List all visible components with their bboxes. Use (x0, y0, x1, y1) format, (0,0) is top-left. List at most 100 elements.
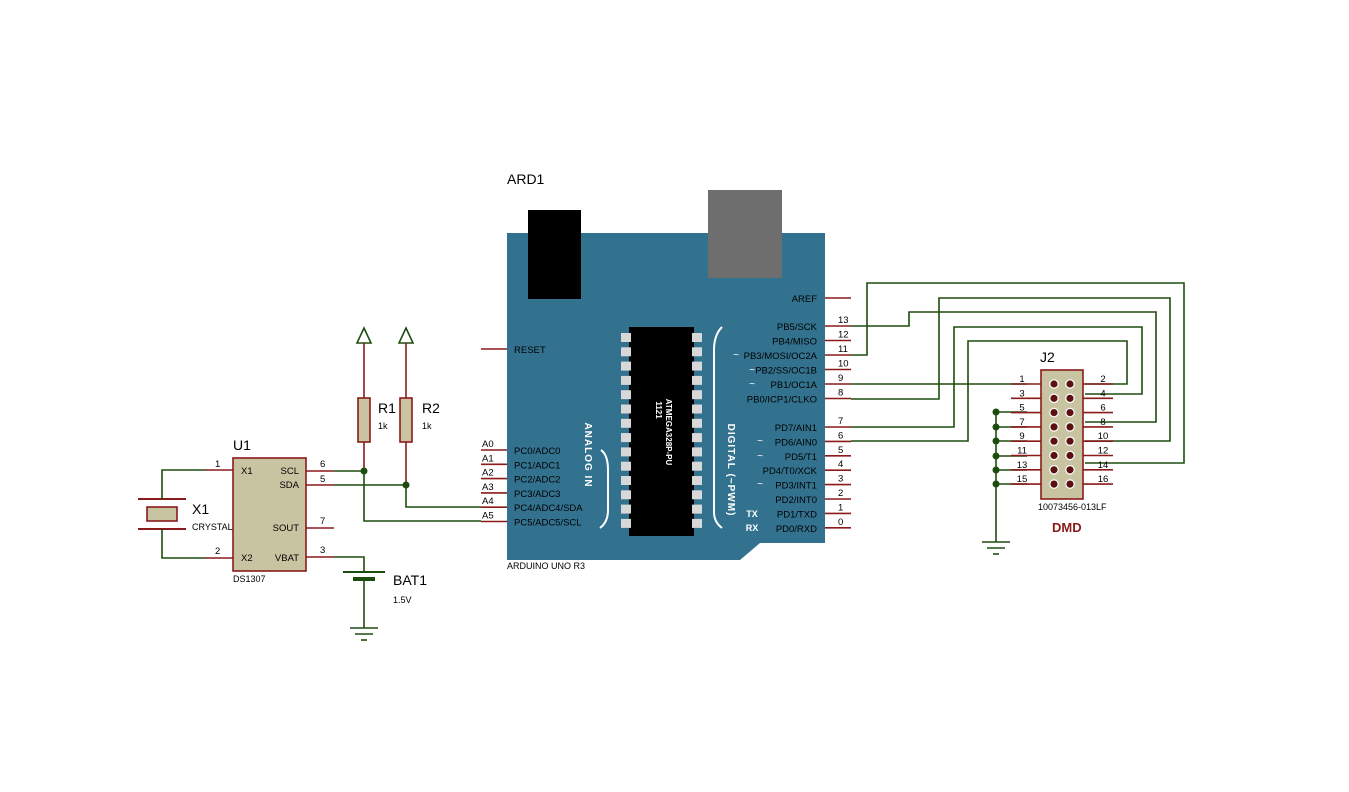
j2-body[interactable] (1040, 369, 1084, 500)
j2-pin-num: 13 (1017, 460, 1028, 471)
arduino-pin-num: 13 (838, 315, 849, 326)
x1-body[interactable] (146, 506, 178, 522)
arduino-pin-num: A1 (482, 453, 494, 464)
chip-pad (621, 490, 631, 500)
arduino-model: ARDUINO UNO R3 (507, 561, 585, 571)
chip-pad (692, 518, 702, 528)
chip-pad (692, 375, 702, 385)
chip-pad (621, 518, 631, 528)
arduino-pin-label: PB0/ICP1/CLKO (747, 395, 817, 406)
arduino-pin-num: 3 (838, 474, 843, 485)
arduino-pin-label: PD2/INT0 (775, 495, 817, 506)
arduino-pin-label: PB4/MISO (772, 337, 817, 348)
wire-sda-to-a4 (405, 485, 481, 508)
usb-connector (708, 190, 782, 278)
u1-body[interactable] (232, 457, 307, 572)
r2-power-arrow (397, 326, 415, 344)
arduino-pin-num: 6 (838, 430, 843, 441)
digital-title: DIGITAL (~PWM) (725, 424, 736, 517)
j2-pin-num: 5 (1019, 403, 1024, 414)
wire-d7 (851, 326, 1143, 428)
j2-pin-hole (1065, 450, 1075, 461)
r1-resistor[interactable]: R1 1k (355, 326, 396, 470)
j2-pin-hole (1049, 450, 1059, 461)
chip-pad (692, 404, 702, 414)
chip-pad (621, 375, 631, 385)
arduino-pin-num: 4 (838, 459, 843, 470)
x1-value: CRYSTAL (192, 522, 233, 532)
analog-bracket (599, 449, 609, 529)
u1-pin1-num: 1 (215, 459, 220, 470)
wire-x1-top (161, 469, 205, 499)
arduino-pin-label: AREF (792, 294, 818, 305)
j2-name: DMD (1052, 520, 1082, 535)
tx-label: TX (746, 509, 758, 519)
u1-pin3-num: 3 (320, 545, 325, 556)
chip-pad (692, 418, 702, 428)
j2-ref: J2 (1040, 349, 1055, 365)
chip-pad (621, 361, 631, 371)
j2-pin-num: 14 (1098, 460, 1109, 471)
arduino-ref: ARD1 (507, 171, 545, 187)
u1-pin2-num: 2 (215, 546, 220, 557)
chip-pad (692, 333, 702, 342)
ground-symbol-battery (350, 627, 378, 641)
arduino-pin-label: PD0/RXD (776, 524, 817, 535)
r1-power-arrow (355, 326, 373, 344)
u1-part: DS1307 (233, 574, 266, 584)
chip-pad (621, 433, 631, 443)
arduino-uno[interactable]: 1121 ATMEGA328P-PU ANALOG IN DIGITAL (~P… (481, 171, 851, 571)
junction-sda (402, 481, 410, 489)
r2-body[interactable] (399, 397, 413, 443)
chip-pad (621, 333, 631, 342)
r2-resistor[interactable]: R2 1k (397, 326, 440, 485)
rx-label: RX (746, 523, 759, 533)
junction-j2-13 (992, 466, 1000, 474)
chip-pad (621, 347, 631, 357)
j2-pin-hole (1049, 479, 1059, 489)
u1-pin1-label: X1 (241, 466, 253, 477)
chip-pad (621, 390, 631, 400)
junction-j2-11 (992, 452, 1000, 460)
analog-in-title: ANALOG IN (582, 422, 593, 487)
r1-body[interactable] (357, 397, 371, 443)
j2-pin-hole (1049, 379, 1059, 389)
x1-crystal[interactable]: X1 CRYSTAL (138, 498, 233, 532)
chip-pad (692, 490, 702, 500)
chip-pads (621, 333, 702, 528)
bat1-value: 1.5V (393, 595, 412, 605)
u1-pin2-label: X2 (241, 553, 253, 564)
bat1-battery[interactable]: BAT1 1.5V (343, 571, 427, 605)
j2-pin-num: 7 (1019, 417, 1024, 428)
u1-pin7-label: SOUT (273, 523, 300, 534)
j2-pin-num: 6 (1100, 403, 1105, 414)
chip-pad (621, 461, 631, 471)
j2-pin-hole (1065, 407, 1075, 418)
u1-ref: U1 (233, 437, 251, 453)
j2-pin-hole (1065, 464, 1075, 475)
arduino-pin-num: 2 (838, 488, 843, 499)
wire-d8 (851, 297, 1171, 442)
j2-pin-hole (1049, 464, 1059, 475)
junction-j2-7 (992, 423, 1000, 431)
j2-pin-num: 8 (1100, 417, 1105, 428)
j2-pin-num: 15 (1017, 474, 1028, 485)
arduino-pin-label: PC2/ADC2 (514, 475, 560, 486)
chip-pad (692, 461, 702, 471)
pwm-tilde-3: ~ (757, 479, 763, 490)
chip-pad (692, 390, 702, 400)
arduino-pin-label: PC3/ADC3 (514, 489, 560, 500)
arduino-pin-label: PB5/SCK (777, 322, 818, 333)
wire-d11 (851, 282, 1185, 464)
arduino-pin-num: A2 (482, 468, 494, 479)
u1-ds1307[interactable]: U1 DS1307 1 X1 2 X2 6 SCL 5 SDA 7 SOUT 3… (205, 437, 334, 584)
arduino-pin-label: PD6/AIN0 (775, 437, 817, 448)
chip-pad (621, 447, 631, 457)
chip-pad (621, 476, 631, 485)
arduino-pin-label: PD4/T0/XCK (763, 466, 818, 477)
arduino-pin-num: 0 (838, 517, 843, 528)
u1-pin7-num: 7 (320, 516, 325, 527)
j2-pin-hole (1049, 393, 1059, 404)
